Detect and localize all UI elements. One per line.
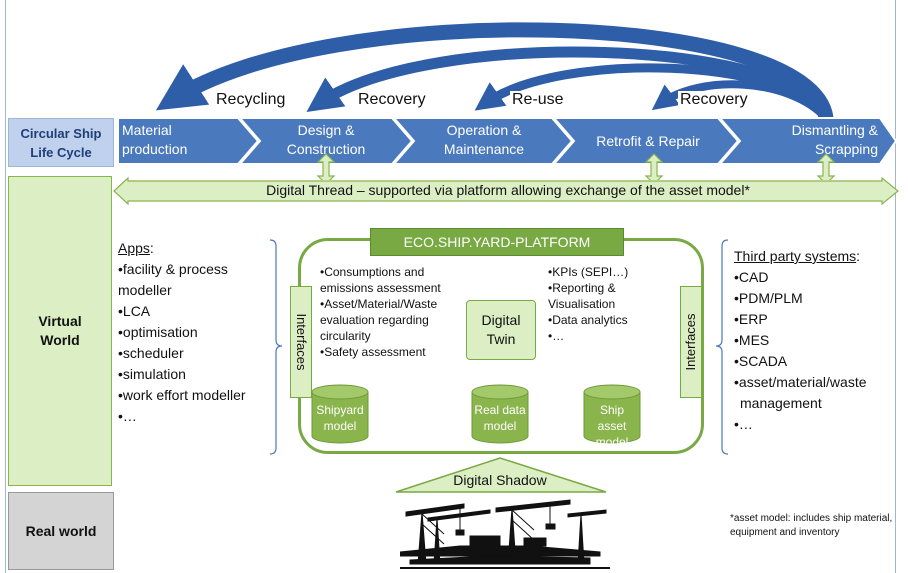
recycling-arrow [155,22,834,126]
platform-right-item: Visualisation [548,297,616,311]
loop-label-reuse: Re-use [510,91,566,109]
link-arrow-retrofit [644,153,664,180]
frame-left-line [5,0,6,573]
digital-shadow-label: Digital Shadow [453,472,547,488]
cylinder-ship-asset-model [583,384,641,444]
loop-label-recovery-1: Recovery [356,91,428,109]
interfaces-left [290,286,312,398]
platform-right-list: •KPIs (SEPI…) •Reporting & Visualisation… [548,264,628,344]
third-party-item: •PDM/PLM [734,290,803,306]
third-party-item: •ERP [734,311,768,327]
lifecycle-chevrons [117,117,898,180]
apps-bracket [269,239,283,455]
third-party-item: management [740,395,822,411]
stage-label-operation-maintenance: Operation & Maintenance [443,122,525,157]
stage-design-construction [237,117,414,165]
app-item: •… [118,408,137,424]
third-party-list: Third party systems: •CAD •PDM/PLM •ERP … [734,246,867,435]
real-world-label: Real world [8,492,114,570]
platform-left-list: •Consumptions and emissions assessment •… [320,264,441,360]
frame-right-line [895,0,896,573]
model-label-ship-asset: Ship asset model [595,403,629,449]
asset-model-footnote: *asset model: includes ship material, eq… [730,513,893,538]
platform-right-item: •KPIs (SEPI…) [548,265,629,279]
cylinder-shipyard-model [311,384,369,444]
platform-left-item: •Asset/Material/Waste [320,297,438,311]
circular-arrows [155,22,834,126]
apps-title: Apps [118,240,150,256]
digital-thread-text: Digital Thread – supported via platform … [266,182,750,198]
stage-retrofit-repair [551,117,740,165]
third-party-item: •asset/material/waste [734,374,867,390]
platform-left-item: evaluation regarding [320,313,429,327]
link-arrow-dismantling [816,153,836,180]
app-item: •scheduler [118,345,184,361]
platform-right-item: •Reporting & [548,281,616,295]
loop-label-recovery-2: Recovery [678,91,750,109]
app-item: •optimisation [118,324,198,340]
third-party-item: •MES [734,332,770,348]
third-party-title-row: Third party systems: [734,248,861,264]
stage-dismantling-scrapping [717,117,898,165]
lifecycle-row-label: Circular Ship Life Cycle [8,118,114,167]
app-item: •LCA [118,303,151,319]
model-label-shipyard: Shipyard model [316,403,364,433]
stage-label-dismantling-scrapping: Dismantling & Scrapping [791,122,878,157]
cylinder-real-data-model [471,384,529,444]
third-party-title: Third party systems [734,248,857,264]
platform-left-item: emissions assessment [320,281,441,295]
loop-label-recycling: Recycling [214,91,288,109]
stage-material-production [117,117,260,165]
platform-left-item: •Safety assessment [320,345,426,359]
third-party-item: •SCADA [734,353,788,369]
platform-right-item: •Data analytics [548,313,628,327]
stage-label-retrofit-repair: Retrofit & Repair [596,133,700,149]
platform-left-item: circularity [320,329,371,343]
app-item: modeller [118,282,172,298]
platform-left-item: •Consumptions and [320,265,425,279]
third-party-item: •… [734,416,753,432]
stage-operation-maintenance [391,117,574,165]
digital-twin-box: Digital Twin [466,300,536,360]
apps-title-row: Apps: [118,240,154,256]
app-item: •work effort modeller [118,387,246,403]
digital-twin-label: Digital Twin [481,312,521,347]
link-arrow-design [316,153,336,180]
virtual-world-label: Virtual World [8,176,112,486]
stage-label-design-construction: Design & Construction [286,122,366,157]
platform-right-item: •… [548,329,565,343]
app-item: •facility & process [118,261,228,277]
shipyard-image [400,494,610,570]
stage-label-material-production: Material production [122,122,188,157]
interfaces-right [680,286,702,398]
third-party-item: •CAD [734,269,769,285]
app-item: •simulation [118,366,186,382]
platform-title: ECO.SHIP.YARD-PLATFORM [370,228,624,256]
third-party-bracket [715,239,729,455]
digital-thread-bar [113,176,899,206]
recovery-arrow-retrofit [651,80,830,122]
apps-list: Apps: •facility & process modeller •LCA … [118,238,246,427]
model-label-real-data: Real data model [474,403,526,433]
